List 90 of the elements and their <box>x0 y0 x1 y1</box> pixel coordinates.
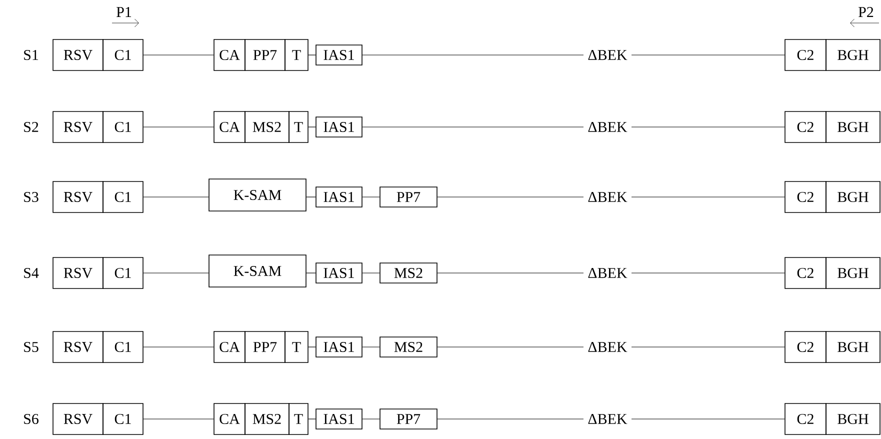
connector-line <box>631 272 785 274</box>
sequence-label: ΔBEK <box>588 414 628 424</box>
sequence-label: ΔBEK <box>588 342 628 352</box>
sequence-box: CA <box>214 111 246 143</box>
sequence-box: BGH <box>826 257 880 289</box>
connector-line <box>362 418 380 420</box>
sequence-box: IAS1 <box>316 186 362 208</box>
sequence-box: IAS1 <box>316 336 362 358</box>
sequence-box: K-SAM <box>208 254 306 288</box>
sequence-box: CA <box>214 39 246 71</box>
sequence-box: IAS1 <box>316 408 362 430</box>
sequence-box: CA <box>214 403 246 435</box>
sequence-box: IAS1 <box>316 116 362 138</box>
sequence-box: MS2 <box>380 336 438 358</box>
sequence-box: RSV <box>52 403 104 435</box>
connector-line <box>631 346 785 348</box>
row-label: S4 <box>24 268 39 278</box>
sequence-box: C1 <box>102 39 144 71</box>
sequence-box: C2 <box>784 403 826 435</box>
connector-line <box>437 418 584 420</box>
connector-line <box>362 346 380 348</box>
row-label: S5 <box>24 342 38 352</box>
connector-line <box>631 196 785 198</box>
connector-line <box>143 126 214 128</box>
connector-line <box>308 54 316 56</box>
connector-line <box>437 272 584 274</box>
connector-line <box>437 196 584 198</box>
sequence-box: T <box>288 111 308 143</box>
sequence-box: T <box>284 331 308 363</box>
row-label: S3 <box>24 192 38 202</box>
connector-line <box>631 418 785 420</box>
connector-line <box>143 346 214 348</box>
sequence-box: C1 <box>102 181 144 213</box>
sequence-box: T <box>284 39 308 71</box>
connector-line <box>306 196 316 198</box>
sequence-label: ΔBEK <box>588 50 628 60</box>
sequence-box: PP7 <box>380 186 438 208</box>
sequence-label: ΔBEK <box>588 122 628 132</box>
sequence-box: C2 <box>784 257 826 289</box>
sequence-box: IAS1 <box>316 44 362 66</box>
sequence-box: MS2 <box>244 403 290 435</box>
connector-line <box>362 126 584 128</box>
sequence-box: RSV <box>52 331 104 363</box>
connector-line <box>308 346 316 348</box>
row-label: S1 <box>24 50 38 60</box>
sequence-box: RSV <box>52 257 104 289</box>
sequence-box: C1 <box>102 111 144 143</box>
sequence-box: T <box>288 403 308 435</box>
primer-label: P1 <box>116 7 132 17</box>
sequence-box: RSV <box>52 111 104 143</box>
sequence-label: ΔBEK <box>588 192 628 202</box>
sequence-box: K-SAM <box>208 178 306 212</box>
connector-line <box>306 272 316 274</box>
sequence-label: ΔBEK <box>588 268 628 278</box>
connector-line <box>631 126 785 128</box>
connector-line <box>143 196 209 198</box>
primer-label: P2 <box>858 7 874 17</box>
sequence-box: MS2 <box>380 262 438 284</box>
sequence-box: PP7 <box>244 39 286 71</box>
connector-line <box>143 54 214 56</box>
sequence-box: RSV <box>52 181 104 213</box>
sequence-box: BGH <box>826 403 880 435</box>
sequence-box: BGH <box>826 331 880 363</box>
connector-line <box>308 418 316 420</box>
connector-line <box>362 196 380 198</box>
sequence-box: BGH <box>826 39 880 71</box>
connector-line <box>631 54 785 56</box>
sequence-box: IAS1 <box>316 262 362 284</box>
connector-line <box>143 272 209 274</box>
sequence-box: BGH <box>826 111 880 143</box>
sequence-box: C2 <box>784 111 826 143</box>
sequence-box: C2 <box>784 331 826 363</box>
sequence-box: RSV <box>52 39 104 71</box>
sequence-box: C1 <box>102 257 144 289</box>
sequence-box: PP7 <box>244 331 286 363</box>
sequence-box: PP7 <box>380 408 438 430</box>
connector-line <box>362 54 584 56</box>
sequence-box: MS2 <box>244 111 290 143</box>
sequence-box: C1 <box>102 403 144 435</box>
connector-line <box>308 126 316 128</box>
connector-line <box>437 346 584 348</box>
row-label: S2 <box>24 122 38 132</box>
sequence-box: C2 <box>784 181 826 213</box>
connector-line <box>143 418 214 420</box>
sequence-box: C2 <box>784 39 826 71</box>
connector-line <box>362 272 380 274</box>
sequence-box: CA <box>214 331 246 363</box>
sequence-box: BGH <box>826 181 880 213</box>
row-label: S6 <box>24 414 38 424</box>
sequence-box: C1 <box>102 331 144 363</box>
